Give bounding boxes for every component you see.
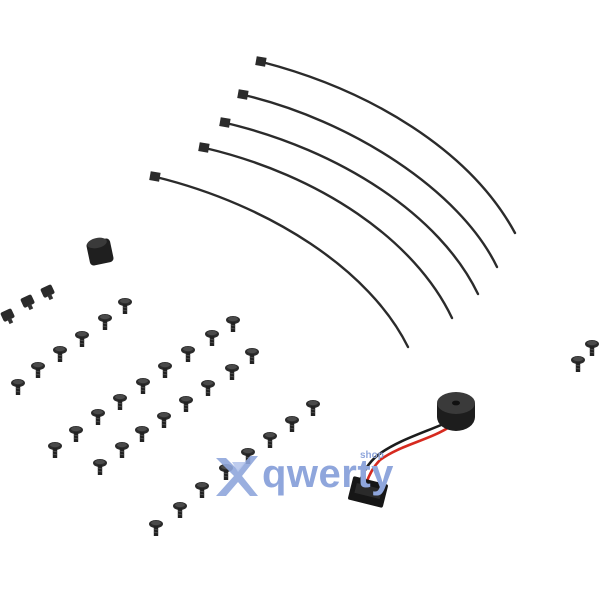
screw [30,361,46,379]
screw [180,345,196,363]
screw [204,329,220,347]
watermark-tag: shop [360,450,384,461]
cable-tie [149,171,410,349]
screw [47,441,63,459]
screw [225,315,241,333]
screw [224,363,240,381]
screw [90,408,106,426]
screw [570,355,586,373]
screws-right-edge [570,339,600,373]
pc-speaker-buzzer [348,392,475,508]
cable-tie [219,117,480,296]
screw [52,345,68,363]
screw [156,411,172,429]
screw [134,425,150,443]
standoffs [0,284,56,325]
screw [92,458,108,476]
screw [584,339,600,357]
rubber-spacer [86,237,114,266]
x-star-logo-icon [216,456,258,496]
cable-ties [149,56,517,349]
screw [284,415,300,433]
screw [10,378,26,396]
screw [97,313,113,331]
screw [178,395,194,413]
screw [305,399,321,417]
screw [172,501,188,519]
screw [262,431,278,449]
screw [112,393,128,411]
cable-tie [255,56,517,235]
screw [117,297,133,315]
watermark: qwerty shop [212,450,412,502]
cable-tie [237,89,499,269]
screw [194,481,210,499]
screw [157,361,173,379]
screw [68,425,84,443]
cable-tie [198,142,454,320]
screw [114,441,130,459]
screw [135,377,151,395]
watermark-brand: qwerty [262,452,394,496]
screw [148,519,164,537]
screw [244,347,260,365]
screw [200,379,216,397]
screw [74,330,90,348]
